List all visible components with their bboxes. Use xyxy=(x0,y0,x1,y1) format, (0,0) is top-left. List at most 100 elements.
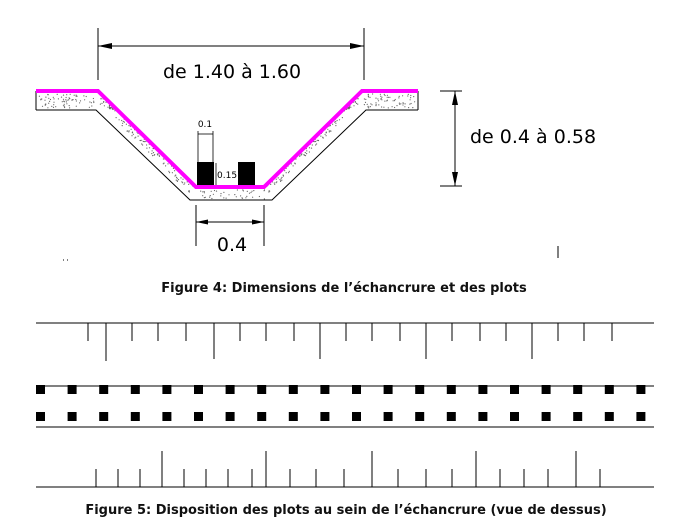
hatch-dot xyxy=(327,128,329,130)
hatch-dot xyxy=(212,193,214,195)
hatch-dot xyxy=(394,106,396,109)
hatch-dot xyxy=(301,153,303,155)
hatch-dot xyxy=(263,198,265,200)
hatch-dot xyxy=(122,120,124,123)
hatch-dot xyxy=(47,107,49,109)
hatch-dot xyxy=(324,133,326,135)
hatch-dot xyxy=(381,96,383,98)
figure-4-caption: Figure 4: Dimensions de l’échancrure et … xyxy=(161,281,527,296)
hatch-dot xyxy=(383,106,385,108)
dimension-bottom-width: 0.4 xyxy=(195,205,265,256)
hatch-dot xyxy=(122,122,124,124)
hatch-dot xyxy=(407,95,409,97)
hatch-dot xyxy=(188,183,190,185)
hatch-dot xyxy=(348,106,351,109)
hatch-dot xyxy=(108,105,111,107)
hatch-dot xyxy=(162,158,164,160)
hatch-dot xyxy=(175,179,177,181)
hatch-dot xyxy=(315,140,317,143)
hatch-dot xyxy=(118,119,120,121)
hatch-dot xyxy=(280,177,282,179)
hatch-dot xyxy=(409,103,411,105)
hatch-dot xyxy=(128,131,130,133)
stud-bottom-row xyxy=(36,412,45,421)
hatch-dot xyxy=(304,152,306,154)
dimension-stud-width-label: 0.1 xyxy=(198,120,212,130)
stud-bottom-row xyxy=(194,412,203,421)
hatch-dot xyxy=(274,183,276,185)
dimension-height: de 0.4 à 0.58 xyxy=(440,90,596,187)
hatch-dot xyxy=(341,117,343,119)
hatch-dot xyxy=(68,99,70,101)
hatch-dot xyxy=(101,102,103,104)
stud-bottom-row xyxy=(352,412,361,421)
hatch-dot xyxy=(299,155,301,157)
hatch-dot xyxy=(132,133,134,135)
hatch-dot xyxy=(366,103,368,105)
hatch-dot xyxy=(202,191,204,193)
hatch-dot xyxy=(72,99,74,101)
hatch-dot xyxy=(387,107,389,109)
hatch-dot xyxy=(89,101,91,103)
hatch-dot xyxy=(384,100,386,102)
stud-top-row xyxy=(510,385,519,394)
hatch-dot xyxy=(103,105,105,107)
hatch-dot xyxy=(386,96,388,98)
hatch-dot xyxy=(369,106,371,108)
hatch-dot xyxy=(320,135,322,137)
hatch-dot xyxy=(409,99,411,101)
hatch-dot xyxy=(378,104,380,106)
hatch-dot xyxy=(128,130,130,132)
hatch-dot xyxy=(156,153,158,155)
contour-ticks-lower xyxy=(95,451,601,487)
hatch-dot xyxy=(203,197,205,199)
hatch-dot xyxy=(63,101,66,103)
hatch-dot xyxy=(52,106,55,108)
hatch-dot xyxy=(370,103,372,105)
hatch-dot xyxy=(99,103,101,105)
hatch-dot xyxy=(282,175,285,177)
hatch-dot xyxy=(300,154,302,156)
hatch-dot xyxy=(48,97,50,99)
hatch-dot xyxy=(412,107,414,109)
stud-top-row xyxy=(194,385,203,394)
hatch-dot xyxy=(177,179,180,181)
hatch-dot xyxy=(168,172,171,174)
hatch-dot xyxy=(389,96,391,98)
hatch-dot xyxy=(275,178,277,180)
stud-top-row xyxy=(604,385,614,394)
hatch-dot xyxy=(44,104,46,106)
hatch-dot xyxy=(209,195,211,197)
figure-5-top-view xyxy=(36,322,654,488)
stud-grid xyxy=(36,385,646,421)
hatch-dot xyxy=(171,172,173,174)
hatch-dot xyxy=(330,130,332,132)
hatch-dot xyxy=(400,103,402,105)
stud-top-row xyxy=(99,385,109,394)
hatch-dot xyxy=(79,100,82,102)
hatch-dot xyxy=(75,100,77,102)
hatch-dot xyxy=(92,97,94,100)
stud-top-row xyxy=(478,385,488,394)
hatch-dot xyxy=(268,190,270,192)
hatch-dot xyxy=(176,180,178,182)
stud-bottom-row xyxy=(320,412,330,421)
hatch-dot xyxy=(380,98,382,100)
hatch-dot xyxy=(369,96,371,98)
hatch-dot xyxy=(357,97,359,100)
hatch-dot xyxy=(315,144,317,146)
hatch-dot xyxy=(314,141,316,143)
hatch-dot xyxy=(56,93,58,95)
hatch-dot xyxy=(363,98,365,100)
hatch-dot xyxy=(311,144,313,146)
hatch-dot xyxy=(100,97,102,100)
hatch-dot xyxy=(258,195,260,198)
stud-bottom-row xyxy=(510,412,519,421)
hatch-dot xyxy=(62,98,65,100)
hatch-dot xyxy=(294,162,296,164)
hatch-dot xyxy=(334,121,336,123)
hatch-dot xyxy=(48,102,50,104)
hatch-dot xyxy=(310,147,313,149)
hatch-dot xyxy=(108,108,111,110)
